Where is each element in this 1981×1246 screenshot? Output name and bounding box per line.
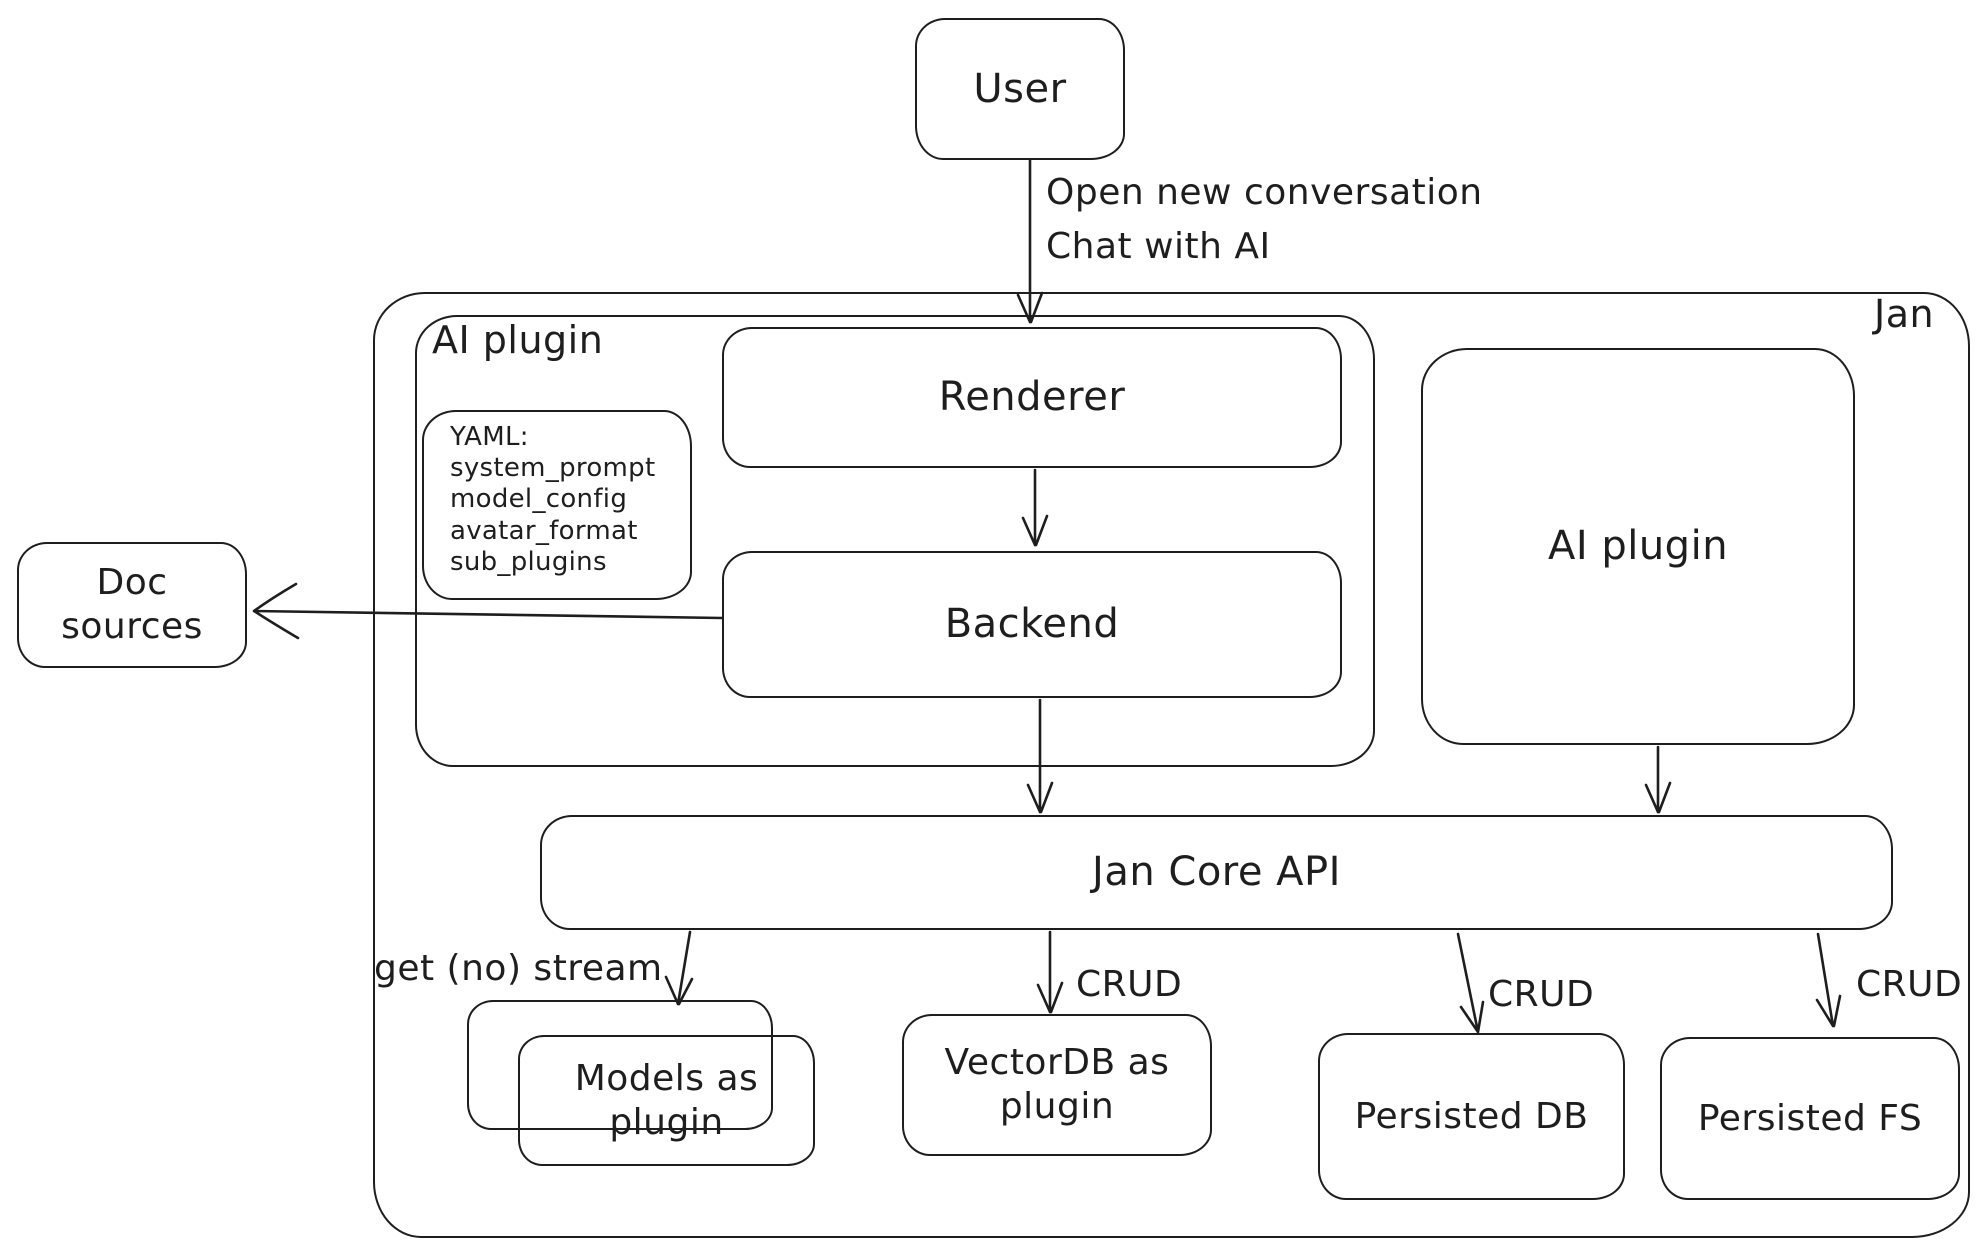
- yaml-note-title: YAML:: [450, 422, 529, 452]
- yaml-note-line: avatar_format: [450, 515, 638, 546]
- node-user: User: [915, 18, 1125, 160]
- yaml-note-text: YAML: system_prompt model_config avatar_…: [424, 412, 690, 578]
- node-user-label: User: [973, 65, 1067, 112]
- node-jan-group-label: Jan: [1874, 292, 1935, 336]
- node-ai-plugin-group-label: AI plugin: [432, 318, 604, 362]
- node-persisted-db-label: Persisted DB: [1354, 1095, 1589, 1137]
- edge-label-crud-persisted-db: CRUD: [1488, 974, 1595, 1015]
- node-ai-plugin-right-label: AI plugin: [1547, 523, 1729, 570]
- edge-label-chat-with-ai: Chat with AI: [1046, 226, 1271, 267]
- yaml-note-line: system_prompt: [450, 453, 656, 484]
- node-backend-label: Backend: [944, 601, 1120, 648]
- node-doc-sources-label: Doc sources: [61, 562, 203, 647]
- node-jan-group: [373, 292, 1970, 1238]
- node-jan-core-api: Jan Core API: [540, 815, 1893, 930]
- yaml-note-line: sub_plugins: [450, 546, 607, 577]
- node-renderer-label: Renderer: [938, 374, 1126, 421]
- yaml-note-line: model_config: [450, 484, 628, 515]
- edge-label-crud-vectordb: CRUD: [1076, 964, 1183, 1005]
- node-persisted-fs: Persisted FS: [1660, 1037, 1960, 1200]
- node-renderer: Renderer: [722, 327, 1342, 468]
- node-models-as-plugin-label: Models as plugin: [574, 1057, 759, 1143]
- node-models-as-plugin: Models as plugin: [518, 1035, 815, 1166]
- edge-label-crud-persisted-fs: CRUD: [1856, 964, 1963, 1005]
- node-doc-sources: Doc sources: [17, 542, 247, 668]
- node-persisted-db: Persisted DB: [1318, 1033, 1625, 1200]
- edge-label-open-conversation: Open new conversation: [1046, 172, 1483, 213]
- node-vectordb-as-plugin: VectorDB as plugin: [902, 1014, 1212, 1156]
- edge-label-get-no-stream: get (no) stream: [374, 948, 663, 989]
- node-backend: Backend: [722, 551, 1342, 698]
- edge-label-user-to-renderer: Open new conversation Chat with AI: [1046, 166, 1483, 274]
- node-ai-plugin-group: [415, 315, 1375, 767]
- node-models-as-plugin-back: [467, 1000, 773, 1130]
- node-persisted-fs-label: Persisted FS: [1697, 1097, 1923, 1139]
- node-jan-core-api-label: Jan Core API: [1092, 849, 1341, 896]
- node-vectordb-as-plugin-label: VectorDB as plugin: [944, 1042, 1170, 1127]
- node-ai-plugin-right: AI plugin: [1421, 348, 1855, 745]
- node-yaml-note: YAML: system_prompt model_config avatar_…: [422, 410, 692, 600]
